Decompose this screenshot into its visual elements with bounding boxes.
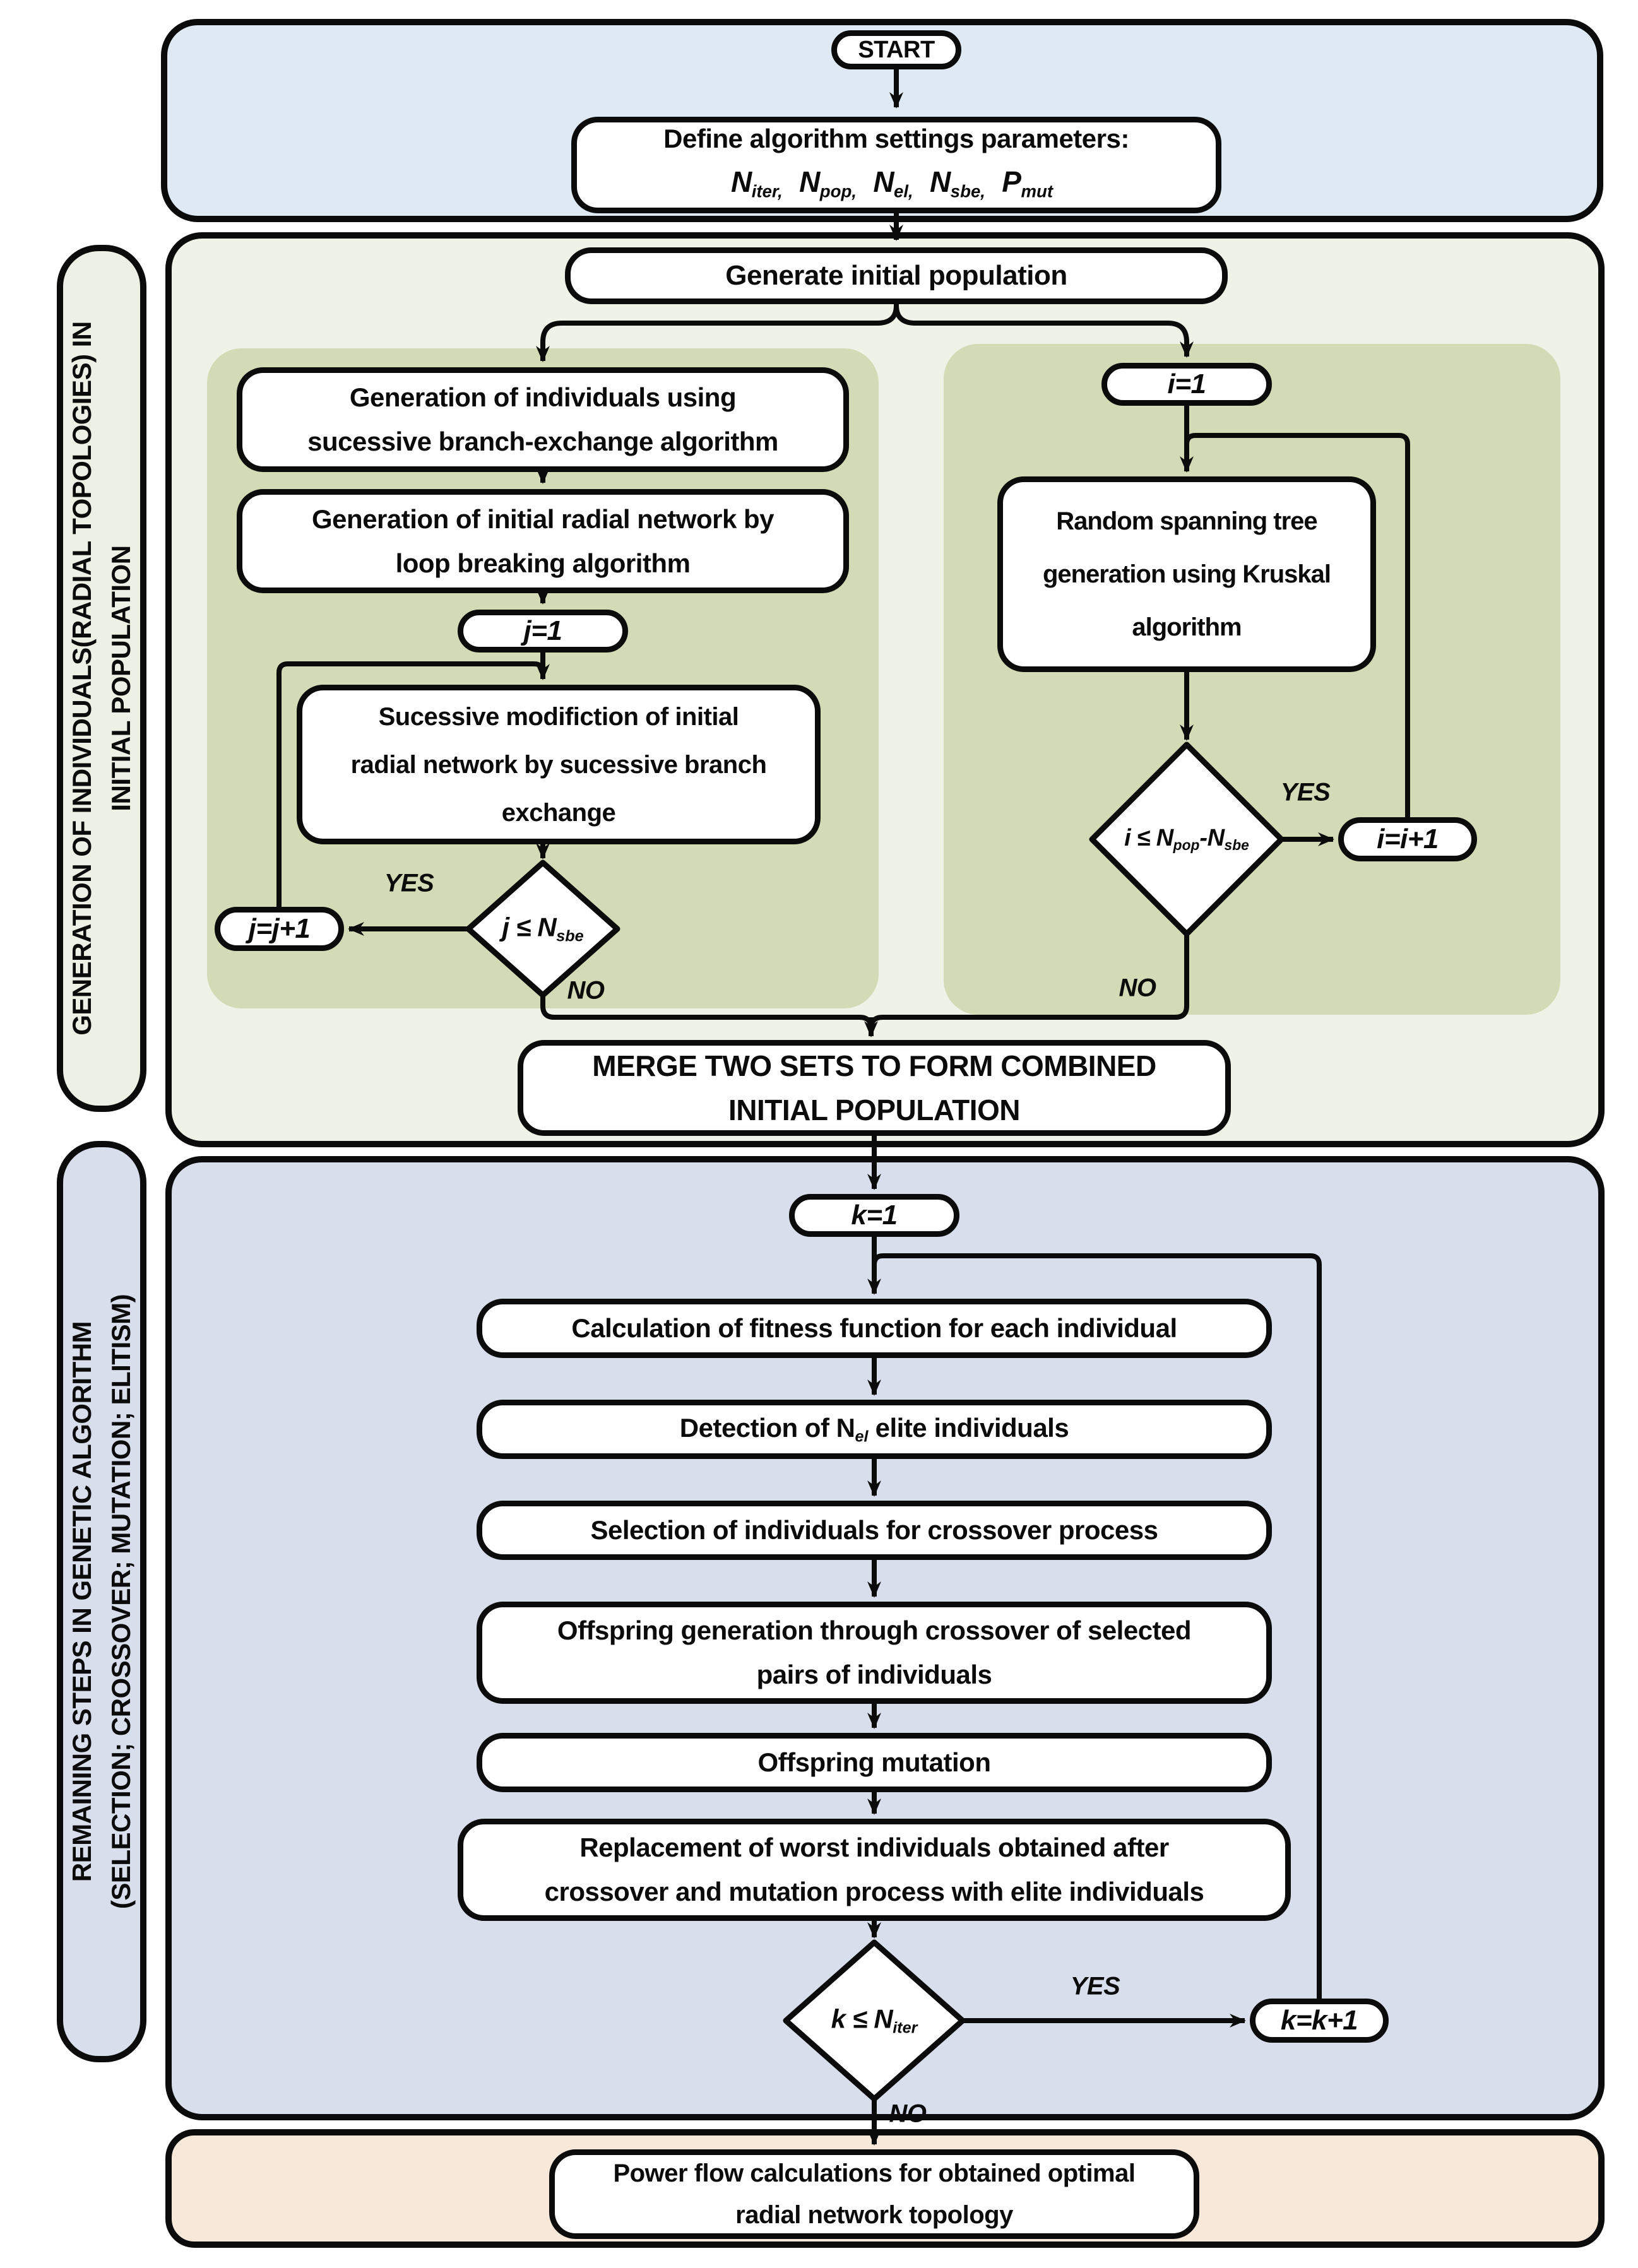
generation-radial-network-node: Generation of initial radial network by … bbox=[237, 489, 849, 593]
i-condition-label: i ≤ Npop-Nsbe bbox=[1124, 825, 1249, 853]
j-init-node: j=1 bbox=[458, 610, 628, 653]
i-yes-label: YES bbox=[1280, 778, 1331, 806]
define-parameters-node: Define algorithm settings parameters: Ni… bbox=[571, 117, 1221, 213]
offspring-mutation-node: Offspring mutation bbox=[477, 1733, 1272, 1792]
j-increment-node: j=j+1 bbox=[215, 907, 344, 951]
replacement-node: Replacement of worst individuals obtaine… bbox=[458, 1819, 1291, 1921]
define-parameter-list: Niter, Npop, Nel, Nsbe, Pmut bbox=[731, 162, 1062, 211]
side-label-generation-of-individuals: GENERATION OF INDIVIDUALS(RADIAL TOPOLOG… bbox=[57, 245, 146, 1112]
side-label-generation-line2: INITIAL POPULATION bbox=[106, 545, 136, 812]
k-yes-label: YES bbox=[1070, 1972, 1120, 2000]
offspring-generation-node: Offspring generation through crossover o… bbox=[477, 1602, 1272, 1704]
param-npop: Npop, bbox=[799, 165, 857, 201]
param-niter: Niter, bbox=[730, 165, 783, 201]
j-condition-label: j ≤ Nsbe bbox=[502, 912, 584, 945]
i-init-node: i=1 bbox=[1101, 363, 1272, 406]
param-nsbe: Nsbe, bbox=[930, 165, 985, 201]
generation-individuals-node: Generation of individuals using sucessiv… bbox=[237, 367, 849, 472]
side-label-remaining-ga-steps: REMAINING STEPS IN GENETIC ALGORITHM (SE… bbox=[57, 1141, 146, 2062]
param-pmut: Pmut bbox=[1002, 165, 1053, 201]
side-label-ga-line2: (SELECTION; CROSSOVER; MUTATION; ELITISM… bbox=[106, 1294, 136, 1910]
elite-detection-node: Detection of Nel elite individuals bbox=[477, 1400, 1272, 1459]
k-condition-label: k ≤ Niter bbox=[831, 2004, 918, 2037]
start-label: START bbox=[858, 36, 935, 63]
k-increment-node: k=k+1 bbox=[1250, 1999, 1389, 2043]
k-init-node: k=1 bbox=[789, 1194, 959, 1237]
kruskal-spanning-tree-node: Random spanning tree generation using Kr… bbox=[997, 476, 1376, 672]
successive-modification-node: Sucessive modifiction of initial radial … bbox=[297, 685, 821, 844]
crossover-selection-node: Selection of individuals for crossover p… bbox=[477, 1501, 1272, 1560]
i-no-label: NO bbox=[1119, 974, 1157, 1002]
panel-kruskal bbox=[944, 344, 1560, 1015]
define-line1: Define algorithm settings parameters: bbox=[663, 123, 1129, 153]
fitness-calculation-node: Calculation of fitness function for each… bbox=[477, 1299, 1272, 1358]
generate-initial-population-node: Generate initial population bbox=[565, 247, 1228, 304]
k-no-label: NO bbox=[889, 2100, 927, 2128]
generate-label: Generate initial population bbox=[725, 260, 1067, 291]
start-node: START bbox=[831, 30, 961, 69]
param-nel: Nel, bbox=[873, 165, 913, 201]
elite-detection-label: Detection of Nel elite individuals bbox=[679, 1412, 1069, 1446]
power-flow-node: Power flow calculations for obtained opt… bbox=[549, 2149, 1199, 2239]
side-label-ga-line1: REMAINING STEPS IN GENETIC ALGORITHM bbox=[67, 1321, 97, 1882]
j-no-label: NO bbox=[567, 976, 605, 1005]
i-increment-node: i=i+1 bbox=[1338, 817, 1477, 861]
side-label-generation-line1: GENERATION OF INDIVIDUALS(RADIAL TOPOLOG… bbox=[67, 321, 97, 1036]
merge-populations-node: MERGE TWO SETS TO FORM COMBINED INITIAL … bbox=[518, 1040, 1231, 1136]
j-yes-label: YES bbox=[384, 869, 434, 897]
